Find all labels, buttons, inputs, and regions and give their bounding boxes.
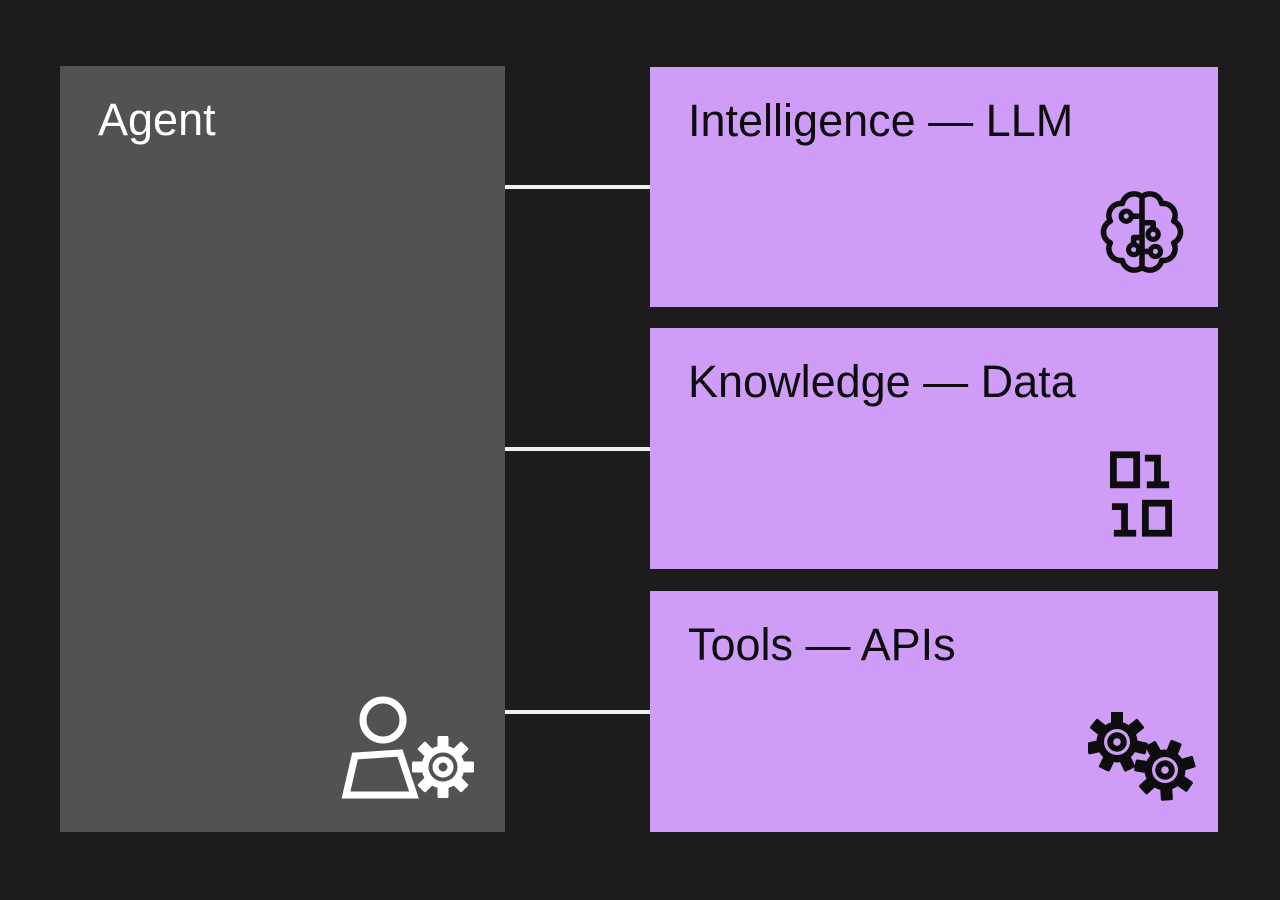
component-box-knowledge: Knowledge — Data xyxy=(650,328,1218,569)
connector-line-tools xyxy=(505,710,650,714)
connector-line-intelligence xyxy=(505,185,650,189)
component-box-tools: Tools — APIs xyxy=(650,591,1218,832)
component-box-intelligence: Intelligence — LLM xyxy=(650,67,1218,307)
agent-box-label: Agent xyxy=(98,94,216,145)
brain-circuit-icon xyxy=(1100,191,1184,273)
gears-icon xyxy=(1088,712,1206,810)
binary-digits-icon xyxy=(1110,451,1172,537)
knowledge-box-label: Knowledge — Data xyxy=(688,356,1076,407)
intelligence-box-label: Intelligence — LLM xyxy=(688,95,1074,146)
user-gear-icon xyxy=(341,696,476,800)
connector-line-knowledge xyxy=(505,447,650,451)
tools-box-label: Tools — APIs xyxy=(688,619,956,670)
gear-2 xyxy=(1124,730,1206,810)
gear-1 xyxy=(1088,712,1149,773)
agent-box: Agent xyxy=(60,66,505,832)
